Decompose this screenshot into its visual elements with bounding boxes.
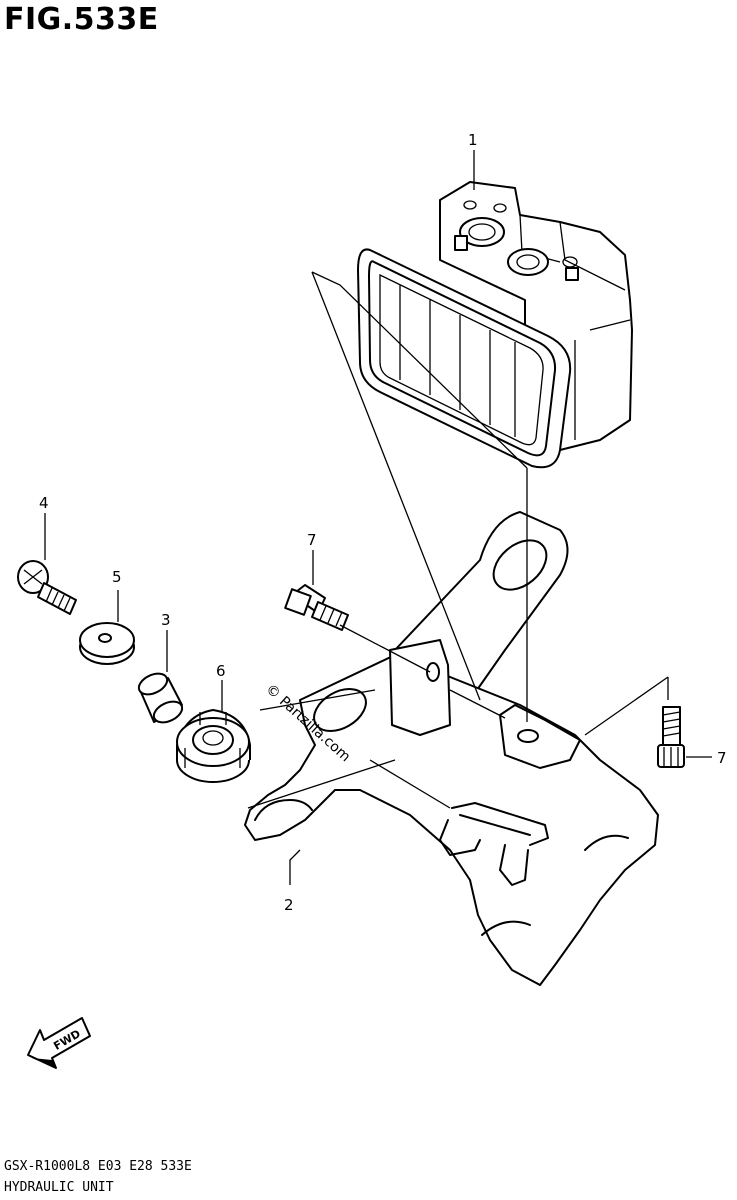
hydraulic-unit-bracket-part-2[interactable] — [244, 511, 659, 986]
callout-4: 4 — [39, 494, 49, 512]
model-code: GSX-R1000L8 E03 E28 533E — [4, 1159, 192, 1174]
callout-2: 2 — [284, 896, 294, 914]
washer-part-5[interactable] — [79, 622, 135, 665]
leader-lines — [44, 150, 712, 885]
collar-part-3[interactable] — [136, 670, 186, 727]
forward-direction-arrow-icon: FWD — [27, 1017, 91, 1069]
callout-3: 3 — [161, 611, 171, 629]
grommet-part-6[interactable] — [176, 709, 251, 783]
bolt-part-7-right[interactable] — [657, 706, 685, 768]
hydraulic-unit-part-1[interactable] — [357, 181, 633, 469]
bolt-part-7-upper[interactable] — [284, 584, 349, 631]
section-name: HYDRAULIC UNIT — [4, 1180, 114, 1195]
callout-7-upper: 7 — [307, 531, 317, 549]
callout-6: 6 — [216, 662, 226, 680]
figure-title: FIG.533E — [4, 2, 159, 37]
callout-5: 5 — [112, 568, 122, 586]
callout-7-right: 7 — [717, 749, 727, 767]
bolt-part-4[interactable] — [17, 560, 77, 615]
callout-1: 1 — [468, 131, 478, 149]
